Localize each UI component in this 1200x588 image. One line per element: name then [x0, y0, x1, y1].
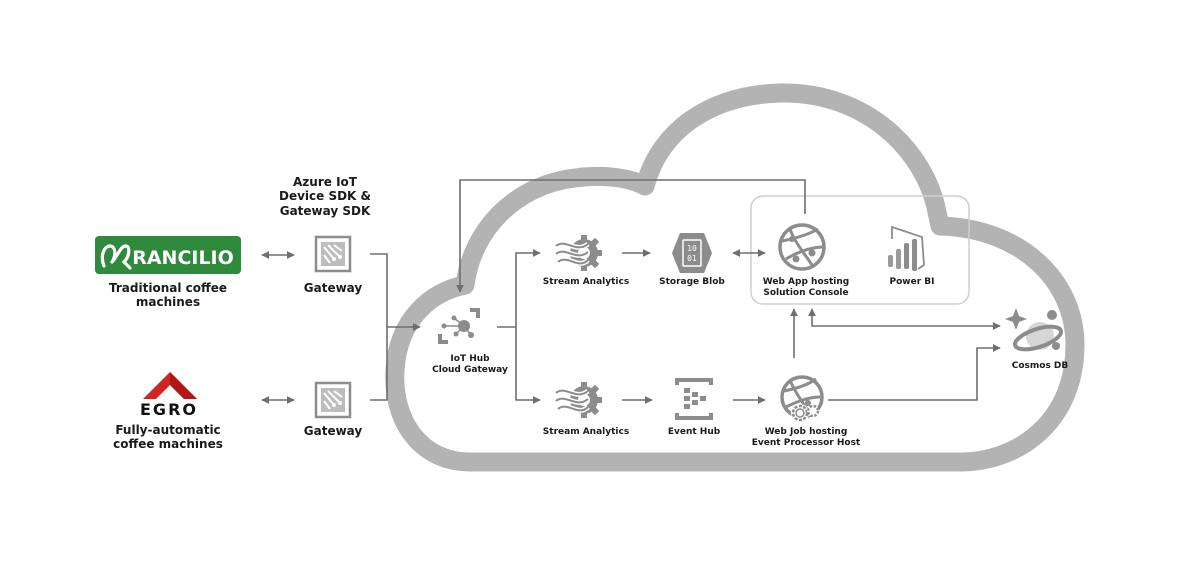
storage-blob-icon: 10 01	[672, 233, 712, 273]
sdk-label-line: Azure IoT	[293, 175, 357, 189]
label-line: Event Processor Host	[751, 437, 861, 448]
circuit-board-icon	[314, 235, 352, 273]
storage-blob-label: Storage Blob	[659, 277, 725, 287]
rancilio-mark-icon	[100, 244, 132, 270]
event-hub-icon	[675, 378, 713, 420]
power-bi-icon	[888, 225, 925, 271]
storage-blob-glyph-line-1: 10	[687, 244, 697, 253]
label-line: Web Job hosting	[764, 427, 848, 437]
connector-gateway-top-iothub	[370, 253, 421, 331]
event-hub-label: Event Hub	[667, 427, 721, 437]
caption-line: Fully-automatic	[115, 423, 221, 437]
label-line: Web App hosting	[762, 277, 850, 287]
rancilio-logo: RANCILIO	[95, 236, 241, 274]
stream-analytics-icon	[554, 235, 602, 271]
web-job-label: Web Job hosting Event Processor Host	[741, 427, 871, 449]
rancilio-caption: Traditional coffee machines	[98, 281, 238, 310]
connector-webjob-cosmos	[828, 344, 1001, 401]
circuit-board-icon	[314, 381, 352, 419]
connector-webapp-cosmos	[808, 308, 1001, 330]
label-line: IoT Hub	[450, 354, 490, 364]
cloud-outline	[385, 83, 1085, 472]
cosmos-db-icon	[1005, 308, 1063, 352]
label-line: Cloud Gateway	[432, 364, 508, 375]
label-line: Solution Console	[763, 287, 849, 298]
connector-iothub-sa-top	[515, 249, 541, 327]
power-bi-label: Power BI	[889, 277, 935, 287]
egro-logo-text: EGRO	[140, 400, 198, 419]
caption-line: coffee machines	[113, 437, 223, 452]
web-job-globe-gears-icon	[780, 375, 824, 422]
sdk-label-line: Device SDK &	[278, 189, 371, 204]
egro-caption: Fully-automatic coffee machines	[98, 423, 238, 452]
cosmos-db-label: Cosmos DB	[1011, 361, 1069, 371]
connector-webapp-iothub	[456, 179, 806, 293]
stream-analytics-icon	[554, 382, 602, 418]
stream-analytics-bottom-label: Stream Analytics	[542, 427, 630, 437]
connector-gateway-bottom-iothub	[370, 327, 388, 401]
iot-hub-icon	[438, 308, 480, 344]
caption-line: Traditional coffee	[109, 281, 227, 295]
egro-logo: EGRO	[140, 372, 198, 419]
stream-analytics-top-label: Stream Analytics	[542, 277, 630, 287]
iot-hub-label: IoT Hub Cloud Gateway	[420, 354, 520, 376]
sdk-label-line: Gateway SDK	[279, 203, 371, 218]
web-app-label: Web App hosting Solution Console	[746, 277, 866, 299]
sdk-label: Azure IoT Device SDK & Gateway SDK	[270, 175, 380, 218]
web-app-globe-icon	[778, 223, 826, 271]
connector-iothub-sa-bottom	[515, 327, 541, 404]
storage-blob-glyph-line-2: 01	[687, 254, 697, 263]
gateway-bottom-label: Gateway	[303, 424, 363, 438]
rancilio-logo-text: RANCILIO	[132, 247, 234, 269]
gateway-top-label: Gateway	[303, 281, 363, 295]
caption-line: machines	[135, 295, 201, 310]
